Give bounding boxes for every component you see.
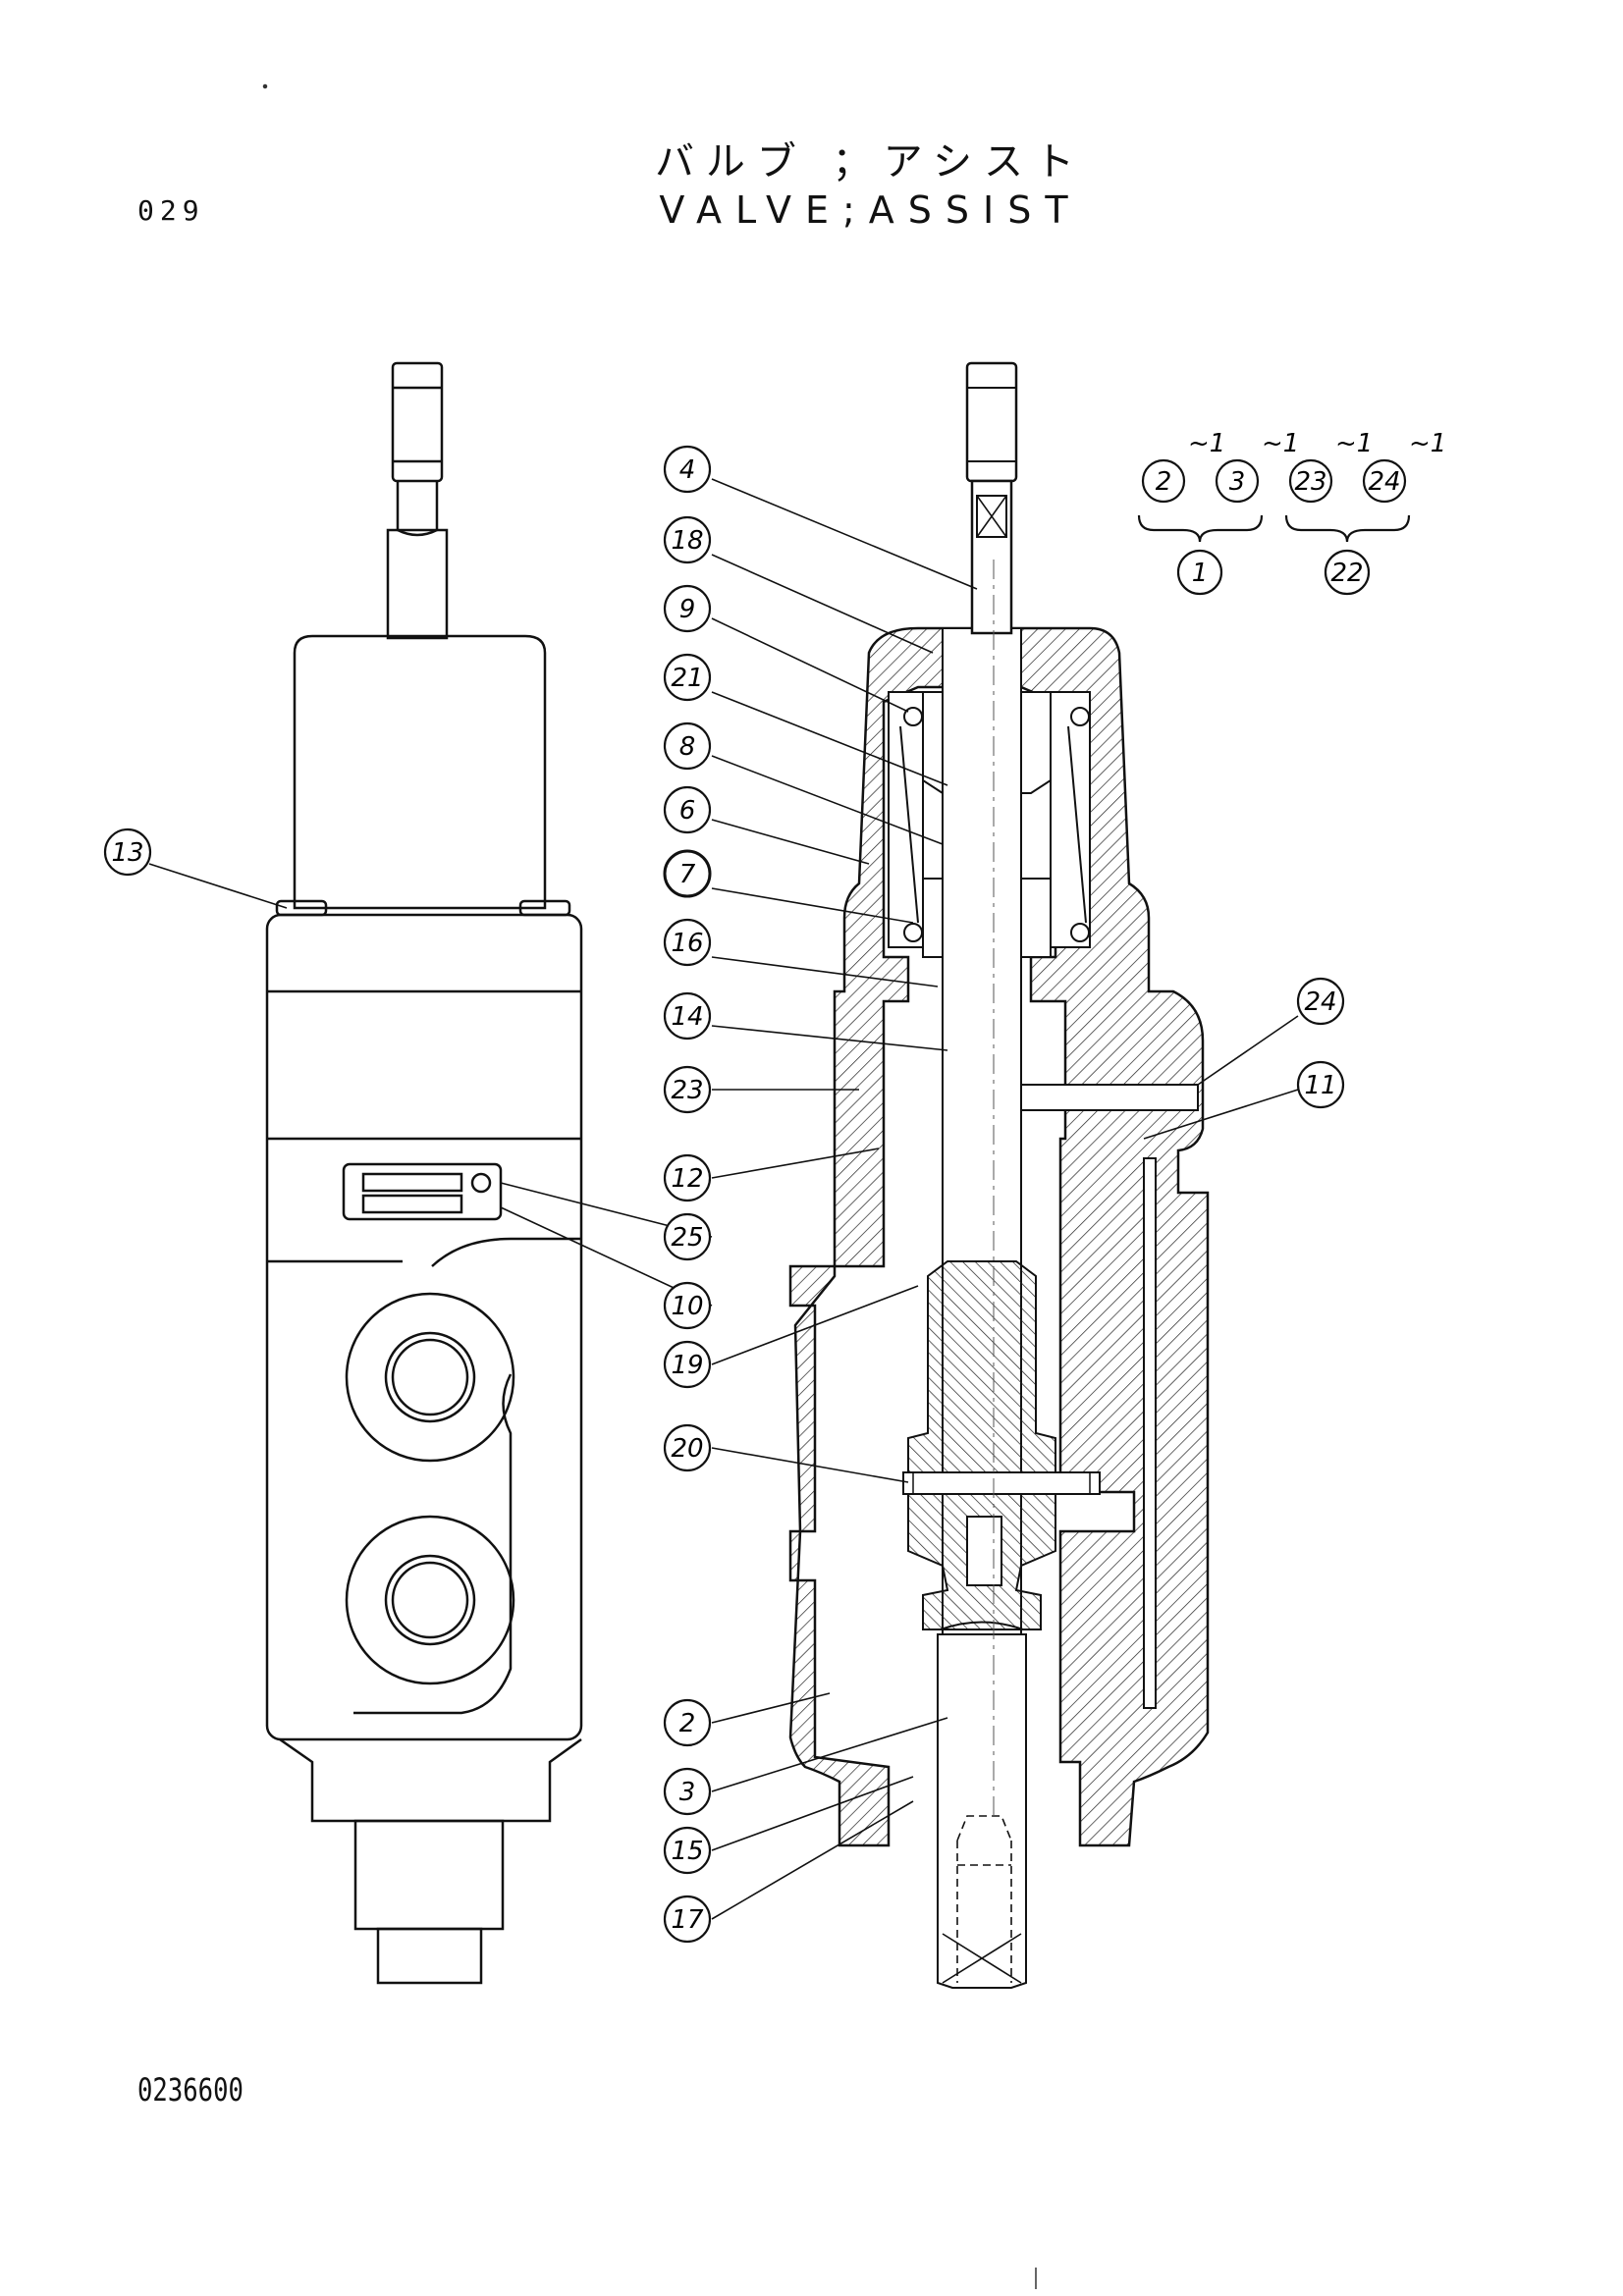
callout-19: 19 bbox=[671, 1351, 703, 1380]
title-english: VALVE;ASSIST bbox=[659, 188, 1082, 232]
legend-suffix-2: ~1 bbox=[1188, 429, 1225, 458]
callout-12: 12 bbox=[671, 1164, 703, 1194]
legend-circle-3 bbox=[1215, 458, 1260, 504]
callout-17: 17 bbox=[671, 1905, 704, 1935]
callout-circles bbox=[103, 445, 1345, 1944]
legend-circle-24 bbox=[1362, 458, 1407, 504]
legend-circle-2 bbox=[1141, 458, 1186, 504]
scan-marks bbox=[262, 83, 1037, 2289]
legend-label-22: 22 bbox=[1330, 559, 1363, 588]
callout-21: 21 bbox=[671, 664, 703, 693]
callout-6: 6 bbox=[679, 796, 696, 826]
leader-lines bbox=[148, 478, 1299, 1920]
callout-16: 16 bbox=[671, 929, 703, 958]
legend-suffix-3: ~1 bbox=[1262, 429, 1299, 458]
callout-23: 23 bbox=[671, 1076, 703, 1105]
page-number: 029 bbox=[137, 194, 205, 227]
external-view bbox=[265, 361, 583, 1985]
legend-label-1: 1 bbox=[1192, 559, 1209, 588]
callout-11: 11 bbox=[1304, 1071, 1336, 1100]
callout-7: 7 bbox=[679, 860, 696, 889]
title-japanese: バルブ ；アシスト bbox=[654, 139, 1087, 185]
callout-18: 18 bbox=[671, 526, 703, 556]
sectional-view bbox=[788, 361, 1210, 1989]
callout-25: 25 bbox=[671, 1223, 703, 1253]
callout-9: 9 bbox=[679, 595, 696, 624]
assembly-legend-labels: 2 3 23 24 1 22 ~1 ~1 ~1 ~1 bbox=[1156, 429, 1447, 588]
callout-15: 15 bbox=[671, 1837, 703, 1866]
callout-13: 13 bbox=[111, 838, 143, 868]
callout-labels: 4 18 9 21 8 6 7 16 14 23 12 25 10 19 20 … bbox=[111, 455, 1336, 1935]
legend-suffix-24: ~1 bbox=[1409, 429, 1446, 458]
assembly-legend bbox=[1137, 458, 1411, 596]
legend-label-24: 24 bbox=[1368, 467, 1400, 497]
callout-14: 14 bbox=[671, 1002, 703, 1032]
legend-circle-1 bbox=[1176, 549, 1223, 596]
legend-suffix-23: ~1 bbox=[1335, 429, 1373, 458]
legend-label-2: 2 bbox=[1156, 467, 1172, 497]
legend-label-3: 3 bbox=[1229, 467, 1246, 497]
callout-10: 10 bbox=[671, 1292, 703, 1321]
legend-circle-23 bbox=[1288, 458, 1333, 504]
legend-circle-22 bbox=[1324, 549, 1371, 596]
callout-2: 2 bbox=[679, 1709, 696, 1738]
callout-8: 8 bbox=[679, 732, 696, 762]
callout-4: 4 bbox=[679, 455, 696, 485]
legend-label-23: 23 bbox=[1294, 467, 1326, 497]
drawing-number: 0236600 bbox=[137, 2071, 243, 2109]
callout-24: 24 bbox=[1304, 988, 1336, 1017]
callout-3: 3 bbox=[679, 1778, 696, 1807]
callout-20: 20 bbox=[671, 1434, 703, 1464]
